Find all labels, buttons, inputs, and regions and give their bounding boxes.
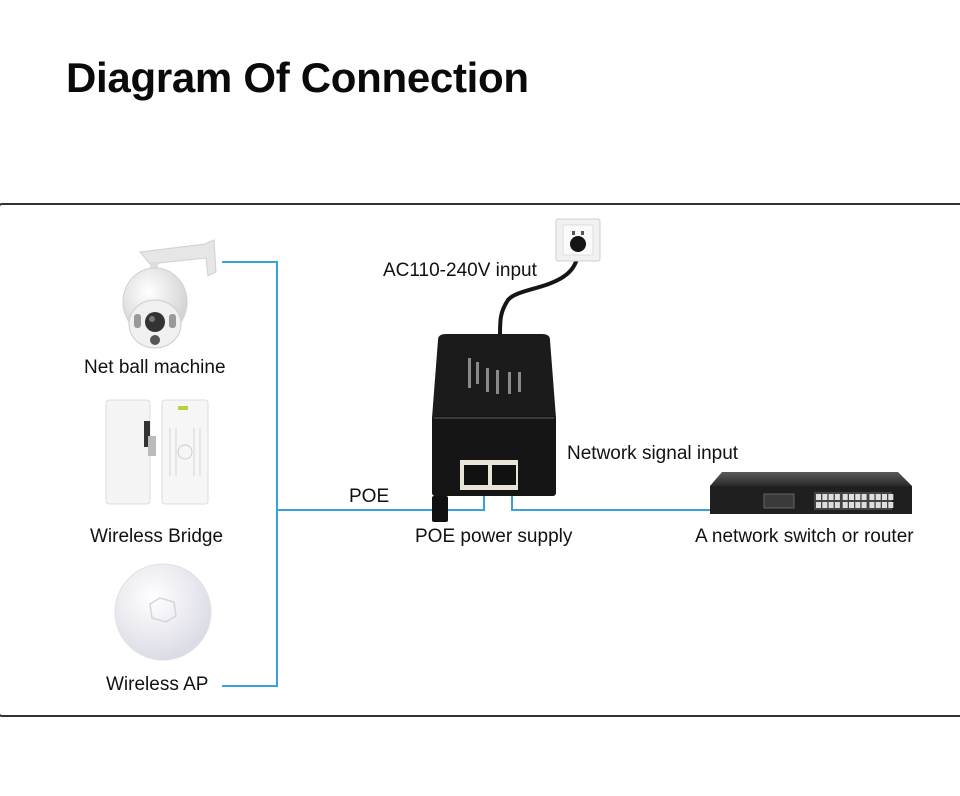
network-input-label: Network signal input	[567, 443, 739, 464]
switch-port	[842, 494, 848, 500]
camera-label: Net ball machine	[84, 357, 226, 378]
bridge-label: Wireless Bridge	[90, 526, 224, 547]
switch-port	[816, 494, 821, 500]
switch-port	[875, 494, 881, 500]
switch-port	[888, 494, 894, 500]
switch-port	[855, 494, 861, 500]
switch-port	[882, 494, 887, 500]
switch-port	[816, 502, 821, 508]
switch-port	[888, 502, 894, 508]
switch-port	[828, 502, 834, 508]
wireless-bridge-icon	[105, 399, 209, 505]
ac-input-label: AC110-240V input	[383, 260, 537, 281]
switch-port	[842, 502, 848, 508]
switch-port	[882, 502, 887, 508]
switch-port	[834, 494, 840, 500]
switch-port	[822, 494, 828, 500]
camera-link-line	[222, 261, 278, 687]
ptz-dome-camera-icon	[122, 239, 217, 349]
poe-supply-label: POE power supply	[415, 526, 573, 547]
switch-port	[861, 494, 867, 500]
switch-port	[828, 494, 834, 500]
switch-port	[849, 494, 854, 500]
switch-port	[849, 502, 854, 508]
poe-label: POE	[349, 486, 390, 507]
page-title: Diagram Of Connection	[66, 54, 529, 101]
poe-injector-icon	[432, 334, 556, 522]
switch-port	[855, 502, 861, 508]
ap-label: Wireless AP	[106, 674, 209, 695]
switch-port	[869, 502, 875, 508]
switch-port	[822, 502, 828, 508]
switch-port	[861, 502, 867, 508]
network-switch-icon	[710, 472, 912, 514]
diagram-frame	[0, 203, 960, 717]
switch-port	[834, 502, 840, 508]
switch-label: A network switch or router	[695, 526, 914, 547]
switch-port	[869, 494, 875, 500]
ceiling-access-point-icon	[114, 563, 212, 661]
power-cable	[498, 248, 580, 338]
wall-outlet-icon	[555, 218, 601, 262]
switch-port	[875, 502, 881, 508]
